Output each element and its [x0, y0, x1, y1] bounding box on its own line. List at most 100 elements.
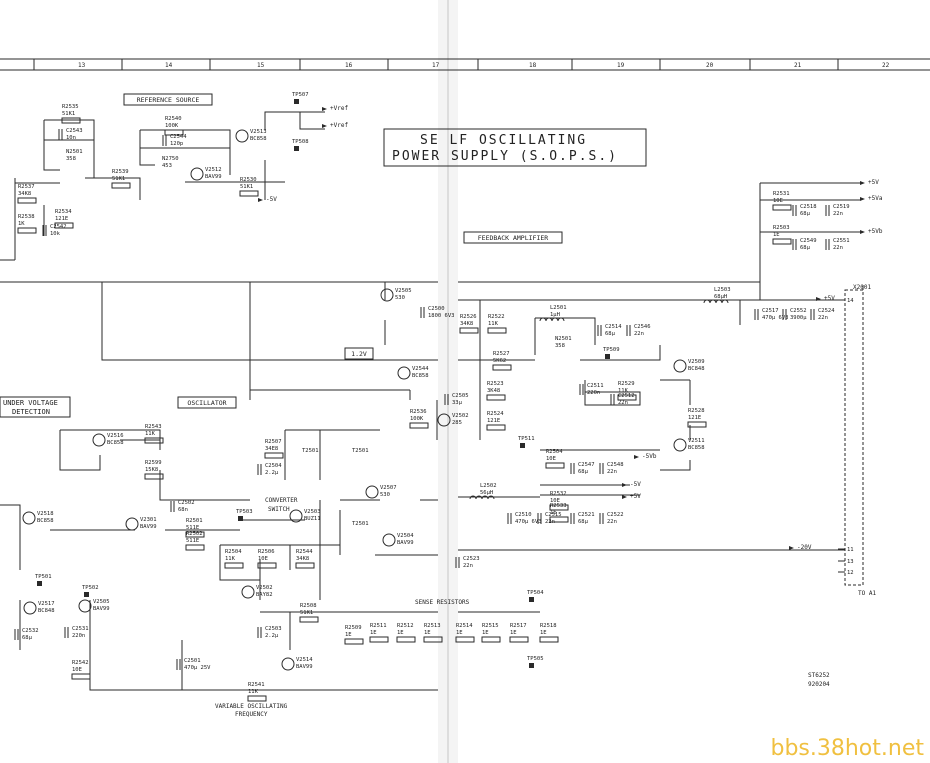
component-ref: C2504 — [265, 463, 282, 469]
component-ref: R2503 — [773, 225, 790, 231]
component-ref: C2552 — [790, 308, 807, 314]
resistor-body — [509, 636, 529, 643]
semiconductor-symbol — [380, 288, 394, 302]
resistor-body — [396, 636, 416, 643]
component-value: 3K48 — [487, 388, 500, 394]
section-feedback-amplifier: FEEDBACK AMPLIFIER — [463, 231, 563, 244]
section-oscillator: OSCILLATOR — [177, 396, 237, 409]
component-ref: R2512 — [397, 623, 414, 629]
column-number: 13 — [78, 62, 86, 69]
component-ref: R2537 — [18, 184, 35, 190]
component-value: 11K — [618, 388, 629, 394]
semiconductor-symbol — [437, 413, 451, 427]
inductor-coil — [545, 317, 553, 322]
component-value: 34K8 — [460, 321, 473, 327]
section-reference-source: REFERENCE SOURCE — [123, 93, 213, 106]
component-value: BC858 — [412, 373, 429, 379]
component-value: 470μ 6V3 — [762, 315, 789, 321]
component-value: 121E — [487, 418, 500, 424]
doc-number-2: 920204 — [808, 681, 830, 688]
component-ref: R2513 — [424, 623, 441, 629]
resistor-body — [71, 673, 91, 680]
component-value: 10E — [773, 198, 783, 204]
component-ref: V2517 — [38, 601, 55, 607]
component-ref: R2529 — [618, 381, 635, 387]
resistor-body — [61, 117, 81, 124]
test-point-marker — [529, 597, 534, 602]
component-value: 220n — [587, 390, 600, 396]
component-value: 56μH — [480, 490, 493, 496]
component-value: 22n — [545, 519, 555, 525]
component-value: BC858 — [688, 445, 705, 451]
component-value: 22n — [607, 519, 617, 525]
component-t2501: T2501 — [352, 448, 369, 454]
supply-label: -20V — [789, 544, 812, 551]
component-value: 1E — [424, 630, 431, 636]
component-value: 121E — [688, 415, 701, 421]
component-value: BC858 — [107, 440, 124, 446]
component-ref: R2535 — [62, 104, 79, 110]
component-ref: R2534 — [55, 209, 72, 215]
connector-pin: 13 — [847, 559, 854, 565]
component-t2501: T2501 — [352, 521, 369, 527]
column-number: 18 — [529, 62, 537, 69]
component-ref: C2517 — [762, 308, 779, 314]
to-a1-label: TO A1 — [858, 590, 876, 597]
component-ref: TP507 — [292, 92, 309, 98]
component-ref: N2501 — [66, 149, 83, 155]
component-value: 1E — [510, 630, 517, 636]
component-ref: C2543 — [66, 128, 83, 134]
component-ref: R2501 — [186, 518, 203, 524]
component-ref: R2599 — [145, 460, 162, 466]
semiconductor-symbol — [78, 599, 92, 613]
inductor-coil — [703, 299, 711, 304]
uvd-line-2: DETECTION — [12, 408, 50, 416]
resistor-body — [459, 327, 479, 334]
component-ref: C2505 — [452, 393, 469, 399]
arrow-right-icon — [789, 546, 794, 550]
resistor-body — [257, 562, 277, 569]
svg-text:-20V: -20V — [797, 544, 812, 551]
semiconductor-symbol — [281, 657, 295, 671]
resistor-body — [539, 636, 559, 643]
component-ref: C2512 — [618, 393, 635, 399]
semiconductor-symbol — [23, 601, 37, 615]
component-value: 1E — [550, 510, 557, 516]
resistor-body — [344, 638, 364, 645]
section-voltage-1v2: 1.2V — [344, 347, 374, 360]
component-ref: L2501 — [550, 305, 567, 311]
component-value: 470μ 6V3 — [515, 519, 542, 525]
component-ref: R2524 — [487, 411, 504, 417]
component-ref: V2507 — [380, 485, 397, 491]
component-ref: V2516 — [107, 433, 124, 439]
supply-label: +5V — [622, 493, 641, 500]
arrow-right-icon — [322, 107, 327, 111]
test-point-marker — [294, 99, 299, 104]
column-number: 14 — [165, 62, 173, 69]
component-ref: T2501 — [352, 448, 369, 454]
component-ref: V2505 — [93, 599, 110, 605]
